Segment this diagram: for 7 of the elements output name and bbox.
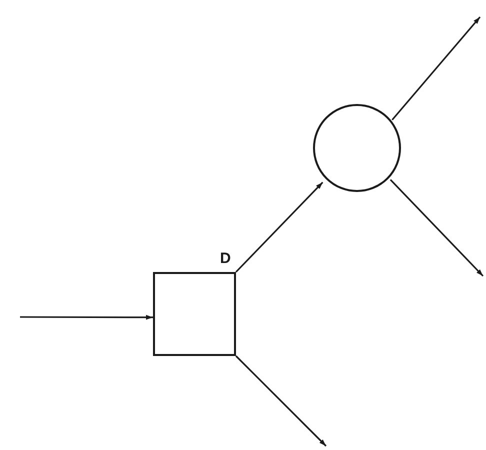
- node-label: D: [220, 250, 231, 267]
- arrow: [20, 314, 153, 320]
- arrow: [390, 179, 484, 277]
- arrow: [392, 16, 481, 120]
- arrow: [235, 182, 324, 273]
- arrow: [235, 355, 327, 447]
- square-node: [153, 272, 236, 356]
